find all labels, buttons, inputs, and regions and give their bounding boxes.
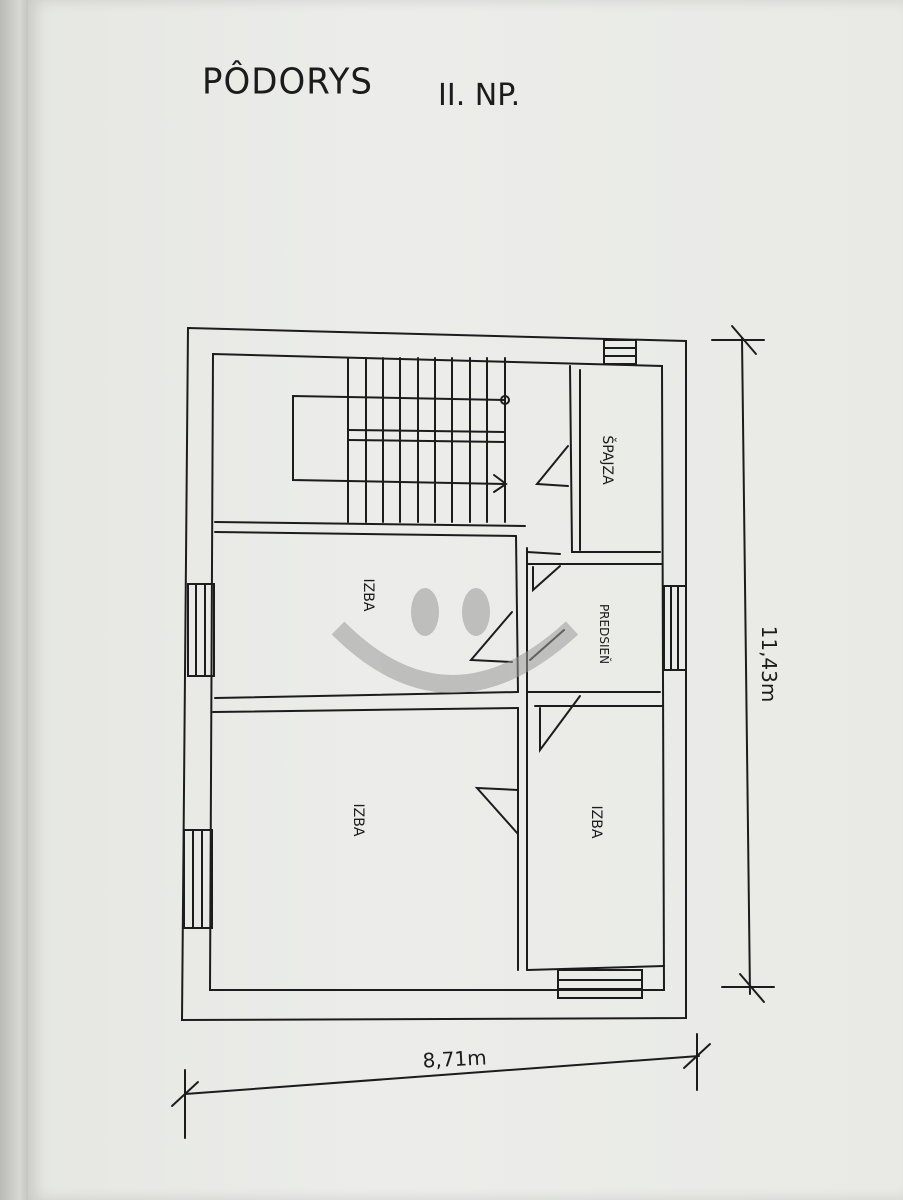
room-bottom-door (474, 786, 519, 835)
stair-start-dot (500, 395, 510, 405)
room-label-izba-bottom-right: IZBA (588, 806, 604, 839)
corridor-step (526, 551, 561, 555)
width-dimension-line (184, 1055, 700, 1095)
width-dimension-label: 8,71m (422, 1045, 487, 1072)
length-slash-top (731, 325, 757, 355)
room-label-predsien: PREDSIEŇ (597, 604, 612, 664)
room-right-door (539, 695, 581, 754)
width-slash-left (171, 1081, 199, 1107)
plan-lines (171, 325, 775, 1139)
room-divider-a (214, 691, 519, 699)
stair-arrow (493, 474, 508, 493)
outer-wall (180, 326, 687, 1022)
watermark-eye-left (411, 588, 439, 636)
spajza-door (534, 445, 569, 487)
window-right (663, 585, 687, 671)
stair-treads (347, 357, 506, 523)
room-right-bottom-wall (526, 965, 665, 971)
inner-wall (208, 352, 666, 991)
watermark-smile (331, 621, 579, 693)
window-left-bottom (183, 829, 213, 929)
smiley-watermark (331, 588, 579, 693)
window-top (603, 339, 637, 365)
length-dimension-label: 11,43m (757, 626, 781, 703)
book-spine (0, 0, 28, 1200)
window-left-top (187, 583, 215, 677)
room-label-izba-bottom-left: IZBA (350, 804, 366, 837)
length-slash-bottom (739, 973, 765, 1003)
stair-walk-line (292, 394, 506, 485)
room-label-spajza: ŠPAJZA (599, 435, 617, 485)
room-divider-b (212, 707, 519, 713)
width-slash-right (683, 1043, 711, 1069)
window-bottom (557, 969, 643, 999)
room-top-wall (214, 531, 517, 537)
predsien-door-a (532, 565, 561, 593)
length-dimension-line (741, 337, 751, 995)
spajza-wall (569, 365, 661, 553)
room-top-door (468, 611, 513, 663)
room-label-izba-top: IZBA (360, 579, 376, 612)
floor-label: II. NP. (438, 78, 521, 113)
stair-bottom-wall (214, 521, 526, 527)
plan-title: PÔDORYS (202, 61, 374, 103)
watermark-eye-right (462, 588, 490, 636)
